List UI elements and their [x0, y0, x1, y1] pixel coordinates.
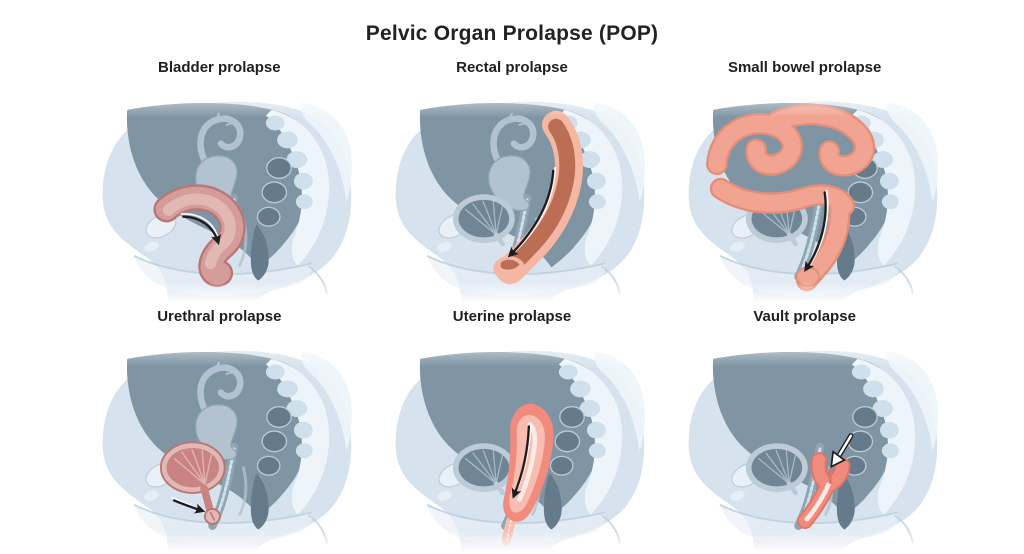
prolapse-direction-arrow [829, 433, 854, 469]
vault-prolapse-illustration [664, 327, 946, 552]
prolapsed-bladder [153, 184, 246, 287]
uterine-prolapse-illustration [371, 327, 653, 552]
panel-title: Small bowel prolapse [727, 59, 882, 76]
prolapsed-vaginal-vault [796, 452, 851, 530]
panel-vault-prolapse: Vault prolapse [661, 303, 948, 552]
panel-grid: Bladder prolapse Rectal prol [76, 54, 948, 552]
panel-title: Urethral prolapse [157, 308, 282, 325]
prolapse-direction-arrow [180, 212, 222, 246]
urethral-prolapse-illustration [78, 327, 360, 552]
prolapse-direction-arrow [507, 166, 557, 258]
panel-bladder-prolapse: Bladder prolapse [76, 54, 363, 303]
prolapse-direction-arrow [171, 496, 206, 514]
panel-small-bowel-prolapse: Small bowel prolapse [661, 54, 948, 303]
prolapse-direction-arrow [511, 423, 532, 499]
panel-title: Vault prolapse [753, 308, 856, 325]
panel-urethral-prolapse: Urethral prolapse [76, 303, 363, 552]
panel-title: Bladder prolapse [158, 59, 281, 76]
prolapsed-rectum [493, 110, 584, 285]
small-bowel-prolapse-illustration [664, 78, 946, 303]
panel-rectal-prolapse: Rectal prolapse [369, 54, 656, 303]
bladder-prolapse-illustration [78, 78, 360, 303]
page-title: Pelvic Organ Prolapse (POP) [365, 22, 659, 45]
rectal-prolapse-illustration [371, 78, 653, 303]
panel-title: Rectal prolapse [456, 59, 568, 76]
panel-uterine-prolapse: Uterine prolapse [369, 303, 656, 552]
bladder-and-prolapsed-urethra [160, 441, 226, 525]
panel-title: Uterine prolapse [452, 308, 572, 325]
prolapse-direction-arrow [803, 189, 829, 272]
